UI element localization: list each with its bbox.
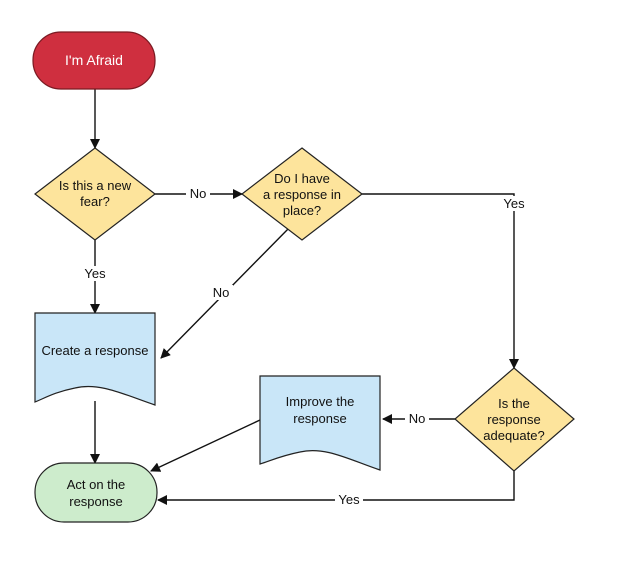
edge-label-new-to-have: No: [190, 186, 207, 201]
edge-label-adequate-to-act: Yes: [338, 492, 360, 507]
start-node: I'm Afraid: [32, 31, 156, 90]
document-create-response: Create a response: [34, 312, 156, 406]
end-line-1: Act on the: [67, 477, 126, 492]
end-shape: [34, 462, 158, 523]
decision-new-fear-line-2: fear?: [80, 194, 110, 209]
edge-label-new-to-create: Yes: [84, 266, 106, 281]
decision-have-response-shape: [241, 147, 363, 241]
document-create-response-shape: [34, 312, 156, 406]
edge-label-have-to-create: No: [213, 285, 230, 300]
edge-adequate-to-act: [157, 471, 515, 505]
edge-label-adequate-to-improve: No: [409, 411, 426, 426]
start-label: I'm Afraid: [65, 52, 123, 68]
decision-have-response-line-1: Do I have: [274, 171, 330, 186]
document-improve-response-line-1: Improve the: [286, 394, 355, 409]
decision-new-fear: Is this a new fear?: [34, 147, 156, 241]
decision-adequate: Is the response adequate?: [454, 367, 575, 472]
decision-have-response-line-3: place?: [283, 203, 321, 218]
document-improve-response-shape: [259, 375, 381, 471]
end-node: Act on the response: [34, 462, 158, 523]
end-line-2: response: [69, 494, 122, 509]
decision-adequate-line-3: adequate?: [483, 428, 544, 443]
edge-labels: No Yes No Yes No Yes: [81, 186, 528, 507]
decision-adequate-shape: [454, 367, 575, 472]
document-create-response-label: Create a response: [42, 343, 149, 358]
start-shape: [32, 31, 156, 90]
decision-have-response-line-2: a response in: [263, 187, 341, 202]
edge-improve-to-act: [150, 419, 261, 472]
document-improve-response: Improve the response: [259, 375, 381, 471]
decision-new-fear-shape: [34, 147, 156, 241]
decision-new-fear-line-1: Is this a new: [59, 178, 132, 193]
decision-have-response: Do I have a response in place?: [241, 147, 363, 241]
decision-adequate-line-1: Is the: [498, 396, 530, 411]
document-improve-response-line-2: response: [293, 411, 346, 426]
edge-label-have-to-adequate: Yes: [503, 196, 525, 211]
edge-have-response-to-adequate: [362, 193, 519, 369]
decision-adequate-line-2: response: [487, 412, 540, 427]
